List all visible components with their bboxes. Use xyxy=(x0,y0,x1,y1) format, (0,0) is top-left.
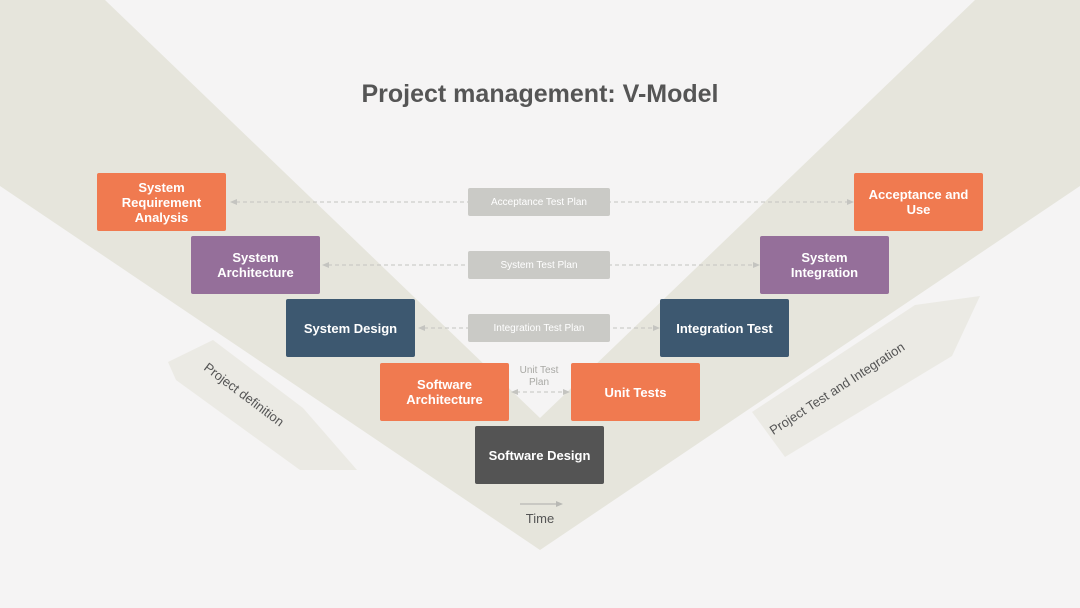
stage-software-architecture[interactable]: Software Architecture xyxy=(380,363,509,421)
project-definition-arrow xyxy=(168,340,357,470)
arrow-head xyxy=(230,199,237,205)
stage-acceptance-and-use[interactable]: Acceptance and Use xyxy=(854,173,983,231)
stage-system-architecture[interactable]: System Architecture xyxy=(191,236,320,294)
stage-system-requirement-analysis[interactable]: System Requirement Analysis xyxy=(97,173,226,231)
arrow-head xyxy=(418,325,425,331)
arrow-head xyxy=(847,199,854,205)
stage-integration-test[interactable]: Integration Test xyxy=(660,299,789,357)
project-test-integration-arrow xyxy=(752,296,980,457)
arrow-head xyxy=(511,389,518,395)
system-test-plan: System Test Plan xyxy=(468,251,610,279)
arrow-head xyxy=(563,389,570,395)
arrow-head xyxy=(653,325,660,331)
stage-software-design[interactable]: Software Design xyxy=(475,426,604,484)
acceptance-test-plan: Acceptance Test Plan xyxy=(468,188,610,216)
arrow-head xyxy=(753,262,760,268)
stage-system-design[interactable]: System Design xyxy=(286,299,415,357)
page-title: Project management: V-Model xyxy=(361,80,719,108)
time-arrow-head xyxy=(556,501,563,507)
time-label: Time xyxy=(525,511,555,526)
integration-test-plan: Integration Test Plan xyxy=(468,314,610,342)
arrow-head xyxy=(322,262,329,268)
unit-test-plan: Unit Test Plan xyxy=(519,365,559,388)
stage-system-integration[interactable]: System Integration xyxy=(760,236,889,294)
stage-unit-tests[interactable]: Unit Tests xyxy=(571,363,700,421)
